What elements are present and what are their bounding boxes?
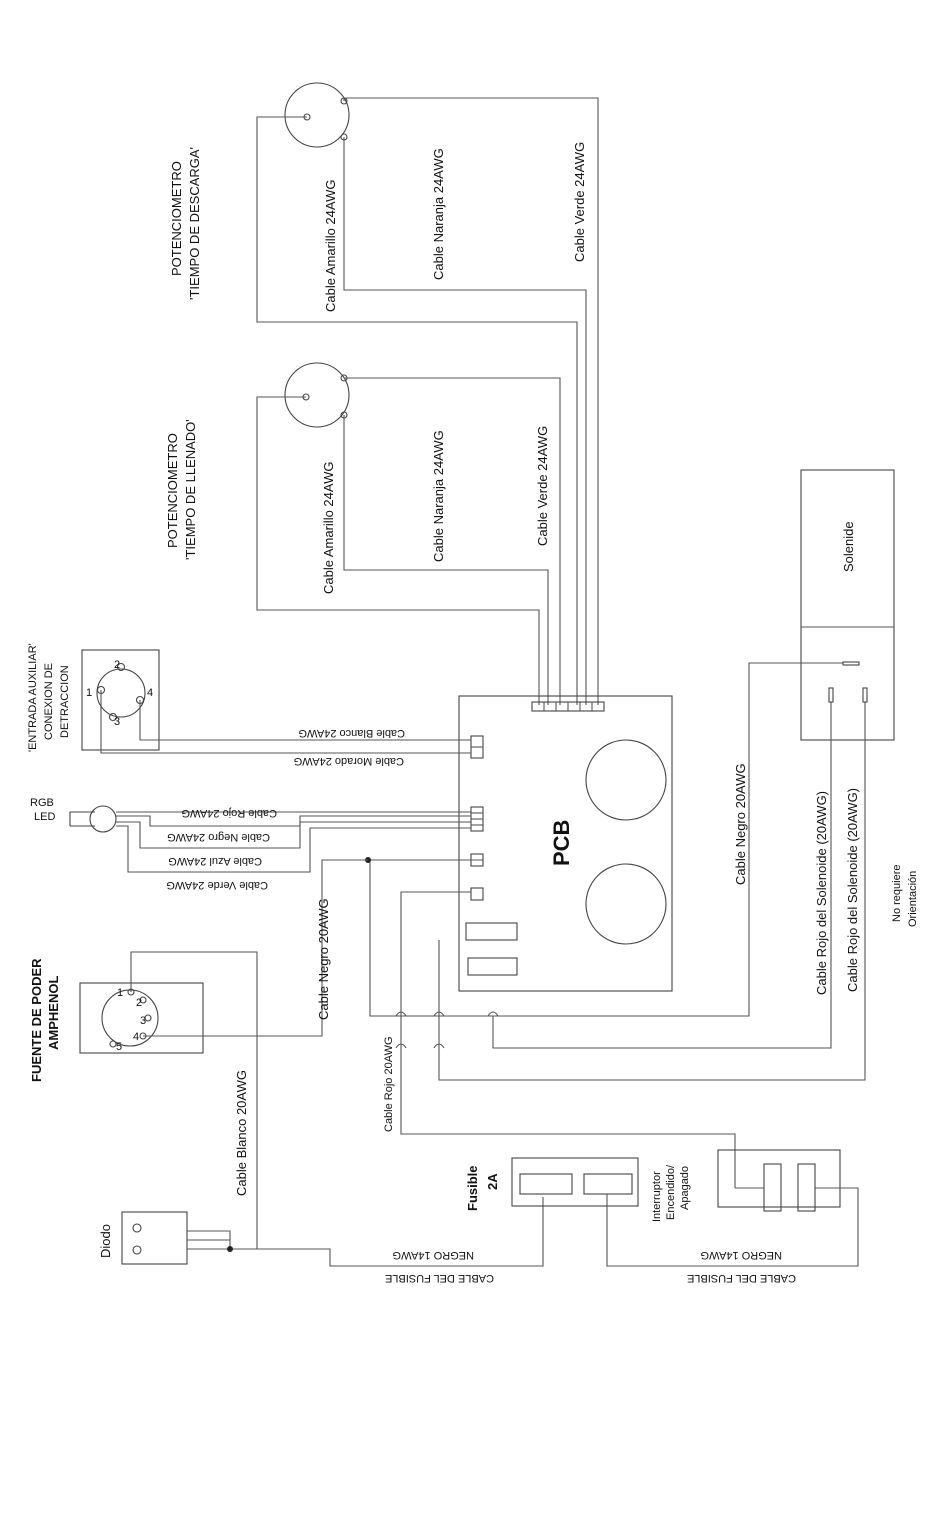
solenoide-note-1: No requiere — [891, 865, 903, 922]
solenoide-wire-negro: Cable Negro 20AWG — [733, 763, 748, 885]
rgb-led-dome — [89, 805, 117, 833]
fuente-pin-2: 2 — [136, 997, 142, 1009]
pcb-board — [458, 695, 673, 992]
fuente-pin-1: 1 — [117, 987, 123, 999]
aux-wire-blanco: Cable Blanco 24AWG — [298, 727, 405, 739]
pcb-circle-bottom — [585, 863, 667, 945]
fusible-cable-1-b: CABLE DEL FUSIBLE — [385, 1272, 494, 1284]
interruptor-title-3: Apagado — [679, 1166, 691, 1210]
rgb-wire-rojo: Cable Rojo 24AWG — [181, 807, 277, 819]
fuente-pin-3: 3 — [140, 1015, 146, 1027]
aux-title-3: DETRACCION — [59, 665, 71, 738]
pot-descarga: POTENCIOMETRO 'TIEMPO DE DESCARGA' Cable… — [169, 82, 587, 312]
wire-crossings — [395, 1011, 499, 1049]
rgb-led-base — [69, 811, 95, 827]
rgb-led: RGB LED Cable Rojo 24AWG Cable Negro 24A… — [30, 797, 471, 891]
aux-connector — [96, 668, 146, 718]
interruptor-rocker-2 — [797, 1163, 816, 1212]
solenoide-wire-rojo-1: Cable Rojo del Solenoide (20AWG) — [814, 791, 829, 995]
pot-wires — [256, 97, 599, 705]
aux-pin-2: 2 — [114, 659, 120, 671]
fuente-title-2: AMPHENOL — [46, 976, 61, 1050]
fuente-connector — [101, 989, 159, 1047]
rgb-label-1: RGB — [30, 797, 54, 809]
fuente-pin-5: 5 — [116, 1041, 122, 1053]
fuente-wire-rojo: Cable Rojo 20AWG — [383, 1036, 395, 1132]
aux-pin-4: 4 — [147, 687, 153, 699]
pot-llenado-title-1: POTENCIOMETRO — [165, 433, 180, 548]
interruptor-cable-2-a: NEGRO 14AWG — [701, 1249, 783, 1261]
fuente-housing — [79, 982, 204, 1054]
interruptor-cable-2-b: CABLE DEL FUSIBLE — [687, 1272, 796, 1284]
diodo-body — [121, 1211, 188, 1265]
pot-llenado-wire-amarillo: Cable Amarillo 24AWG — [321, 462, 336, 594]
fusible-slot-1 — [519, 1173, 573, 1195]
pot-descarga-body — [284, 82, 350, 148]
interruptor-title-2: Encendido/ — [665, 1164, 677, 1220]
solenoide-label: Solenide — [841, 521, 856, 572]
fusible-title-1: Fusible — [465, 1165, 480, 1211]
pcb-relay-2 — [467, 957, 518, 976]
fusible-cable-1-a: NEGRO 14AWG — [393, 1249, 475, 1261]
pcb: PCB — [458, 695, 673, 992]
pot-llenado-wire-naranja: Cable Naranja 24AWG — [431, 430, 446, 562]
pot-llenado: POTENCIOMETRO 'TIEMPO DE LLENADO' Cable … — [165, 362, 550, 594]
diodo: Diodo — [98, 1197, 544, 1267]
rgb-wire-azul: Cable Azul 24AWG — [168, 855, 262, 867]
pot-descarga-title-2: 'TIEMPO DE DESCARGA' — [187, 147, 202, 300]
diodo-label: Diodo — [98, 1224, 113, 1258]
interruptor-rocker-1 — [763, 1163, 782, 1212]
fuente-pin-4: 4 — [133, 1031, 139, 1043]
fuente-wire-blanco: Cable Blanco 20AWG — [234, 1070, 249, 1196]
pcb-label: PCB — [549, 820, 574, 866]
pcb-pad-2 — [470, 887, 484, 901]
rgb-wire-negro: Cable Negro 24AWG — [167, 831, 270, 843]
aux-wire-morado: Cable Morado 24AWG — [294, 755, 404, 767]
aux-housing — [81, 649, 160, 751]
aux-title-2: CONEXION DE — [43, 663, 55, 740]
pot-descarga-title-1: POTENCIOMETRO — [169, 161, 184, 276]
rgb-label-2: LED — [34, 811, 55, 823]
diodo-junction — [227, 1246, 233, 1252]
pcb-circle-top — [585, 739, 667, 821]
pot-llenado-body — [284, 362, 350, 428]
interruptor-housing — [717, 1149, 841, 1208]
fusible: Fusible 2A NEGRO 14AWG CABLE DEL FUSIBLE — [385, 1157, 639, 1284]
fuente-wire-negro: Cable Negro 20AWG — [316, 898, 331, 1020]
pot-llenado-title-2: 'TIEMPO DE LLENADO' — [183, 419, 198, 560]
solenoide-wire-rojo-2: Cable Rojo del Solenoide (20AWG) — [845, 788, 860, 992]
fuente-poder: 1 2 3 4 5 FUENTE DE PODER AMPHENOL Cable… — [29, 859, 736, 1246]
aux-input: 1 2 3 4 'ENTRADA AUXILIAR' CONEXION DE D… — [27, 643, 471, 767]
pot-descarga-wire-amarillo: Cable Amarillo 24AWG — [323, 180, 338, 312]
pot-descarga-wire-naranja: Cable Naranja 24AWG — [431, 148, 446, 280]
fuente-title-1: FUENTE DE PODER — [29, 958, 44, 1082]
fusible-holder — [511, 1157, 639, 1207]
fusible-slot-2 — [583, 1173, 633, 1195]
pot-descarga-wire-verde: Cable Verde 24AWG — [572, 142, 587, 262]
aux-title-1: 'ENTRADA AUXILIAR' — [27, 643, 39, 752]
fusible-title-2: 2A — [485, 1173, 500, 1190]
rgb-wire-verde: Cable Verde 24AWG — [166, 879, 268, 891]
pot-llenado-wire-verde: Cable Verde 24AWG — [535, 426, 550, 546]
solenoide-body — [800, 469, 895, 741]
aux-pin-1: 1 — [86, 687, 92, 699]
pcb-relay-1 — [465, 922, 518, 941]
interruptor-title-1: Interruptor — [651, 1171, 663, 1222]
aux-pin-3: 3 — [114, 716, 120, 728]
solenoide-note-2: Orientación — [907, 871, 919, 927]
interruptor: Interruptor Encendido/ Apagado NEGRO 14A… — [606, 1149, 859, 1284]
solenoide: Solenide Cable Negro 20AWG Cable Rojo de… — [365, 469, 919, 1081]
